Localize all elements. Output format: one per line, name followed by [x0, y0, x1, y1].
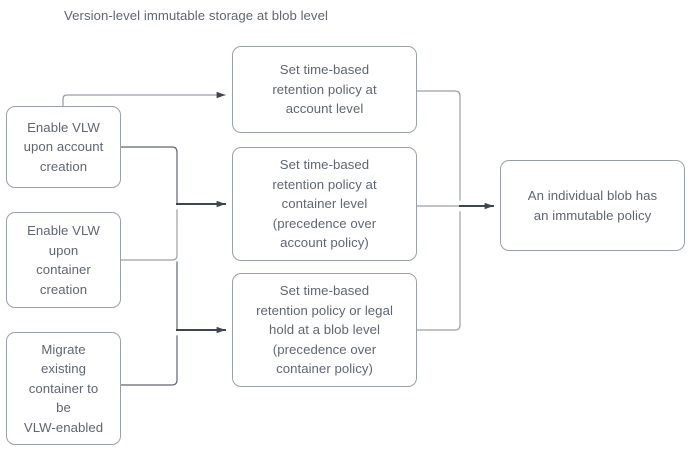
edge-migrate-to-blob-policy: [120, 335, 178, 386]
node-enable-vlw-container[interactable]: Enable VLW upon container creation: [6, 212, 121, 308]
edge-container-to-container-policy: [120, 209, 178, 261]
node-retention-container-level[interactable]: Set time-based retention policy at conta…: [232, 147, 417, 261]
edge-account-policy-to-result: [416, 90, 461, 201]
node-label: An individual blob has an immutable poli…: [527, 188, 658, 223]
node-label: Enable VLW upon account creation: [23, 119, 104, 174]
node-immutable-blob-result[interactable]: An individual blob has an immutable poli…: [500, 160, 685, 251]
page-title: Version-level immutable storage at blob …: [64, 8, 328, 23]
node-migrate-existing-container[interactable]: Migrate existing container to be VLW-ena…: [6, 332, 121, 445]
node-retention-account-level[interactable]: Set time-based retention policy at accou…: [232, 46, 417, 133]
node-retention-blob-level[interactable]: Set time-based retention policy or legal…: [232, 273, 417, 387]
node-label: Set time-based retention policy at conta…: [272, 157, 377, 251]
node-label: Migrate existing container to be VLW-ena…: [23, 341, 104, 435]
node-label: Set time-based retention policy at accou…: [272, 62, 377, 117]
edge-account-to-container-policy: [120, 146, 178, 205]
node-enable-vlw-account[interactable]: Enable VLW upon account creation: [6, 106, 121, 188]
node-label: Set time-based retention policy or legal…: [256, 283, 393, 377]
edge-blob-policy-to-result: [416, 211, 461, 331]
node-label: Enable VLW upon container creation: [27, 223, 100, 297]
edge-account-to-account-policy: [62, 91, 226, 107]
